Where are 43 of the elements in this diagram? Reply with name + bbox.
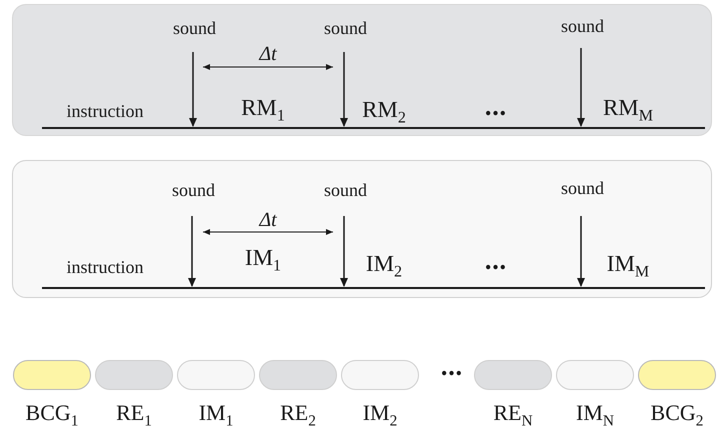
arrow xyxy=(340,52,348,127)
segment-label: IM$_{M}$ xyxy=(606,252,650,275)
segment-label: RM$_{M}$ xyxy=(602,96,654,119)
arrow xyxy=(577,216,585,287)
segment-label: IM$_{1}$ xyxy=(198,402,234,424)
timeline-panel xyxy=(12,160,712,298)
event-label: sound xyxy=(561,17,604,35)
event-label: sound xyxy=(324,181,368,199)
segment-label: IM$_{2}$ xyxy=(362,402,398,424)
segment-label: IM$_{2}$ xyxy=(366,252,402,275)
ellipsis: ••• xyxy=(485,104,507,122)
axis-label: instruction xyxy=(66,102,144,120)
segment-label: BCG$_{2}$ xyxy=(650,402,704,424)
timeline-panel xyxy=(12,4,712,136)
event-label: sound xyxy=(172,181,216,199)
segment-pill xyxy=(556,360,634,390)
ellipsis: ••• xyxy=(441,364,463,382)
ellipsis: ••• xyxy=(485,258,507,276)
segment-pill xyxy=(474,360,552,390)
segment-label: RM$_{1}$ xyxy=(241,96,285,119)
segment-label: RE$_{2}$ xyxy=(280,402,316,424)
segment-label: IM$_{1}$ xyxy=(244,246,282,269)
segment-label: RE$_{1}$ xyxy=(116,402,152,424)
arrow xyxy=(189,52,197,127)
arrow xyxy=(188,216,196,287)
segment-label: BCG$_{1}$ xyxy=(26,402,78,424)
axis-label: instruction xyxy=(66,258,144,276)
segment-pill xyxy=(13,360,91,390)
segment-label: RE$_{N}$ xyxy=(493,402,533,424)
event-label: sound xyxy=(173,19,216,37)
segment-pill xyxy=(95,360,173,390)
segment-label: RM$_{2}$ xyxy=(362,98,406,121)
interval-label: Δt xyxy=(259,210,277,230)
segment-pill xyxy=(638,360,716,390)
segment-pill xyxy=(341,360,419,390)
segment-pill xyxy=(177,360,255,390)
event-label: sound xyxy=(561,179,604,197)
arrow xyxy=(340,216,348,287)
segment-label: IM$_{N}$ xyxy=(576,402,614,424)
segment-pill xyxy=(259,360,337,390)
arrow xyxy=(577,48,585,127)
event-label: sound xyxy=(324,19,368,37)
interval-label: Δt xyxy=(259,44,277,64)
